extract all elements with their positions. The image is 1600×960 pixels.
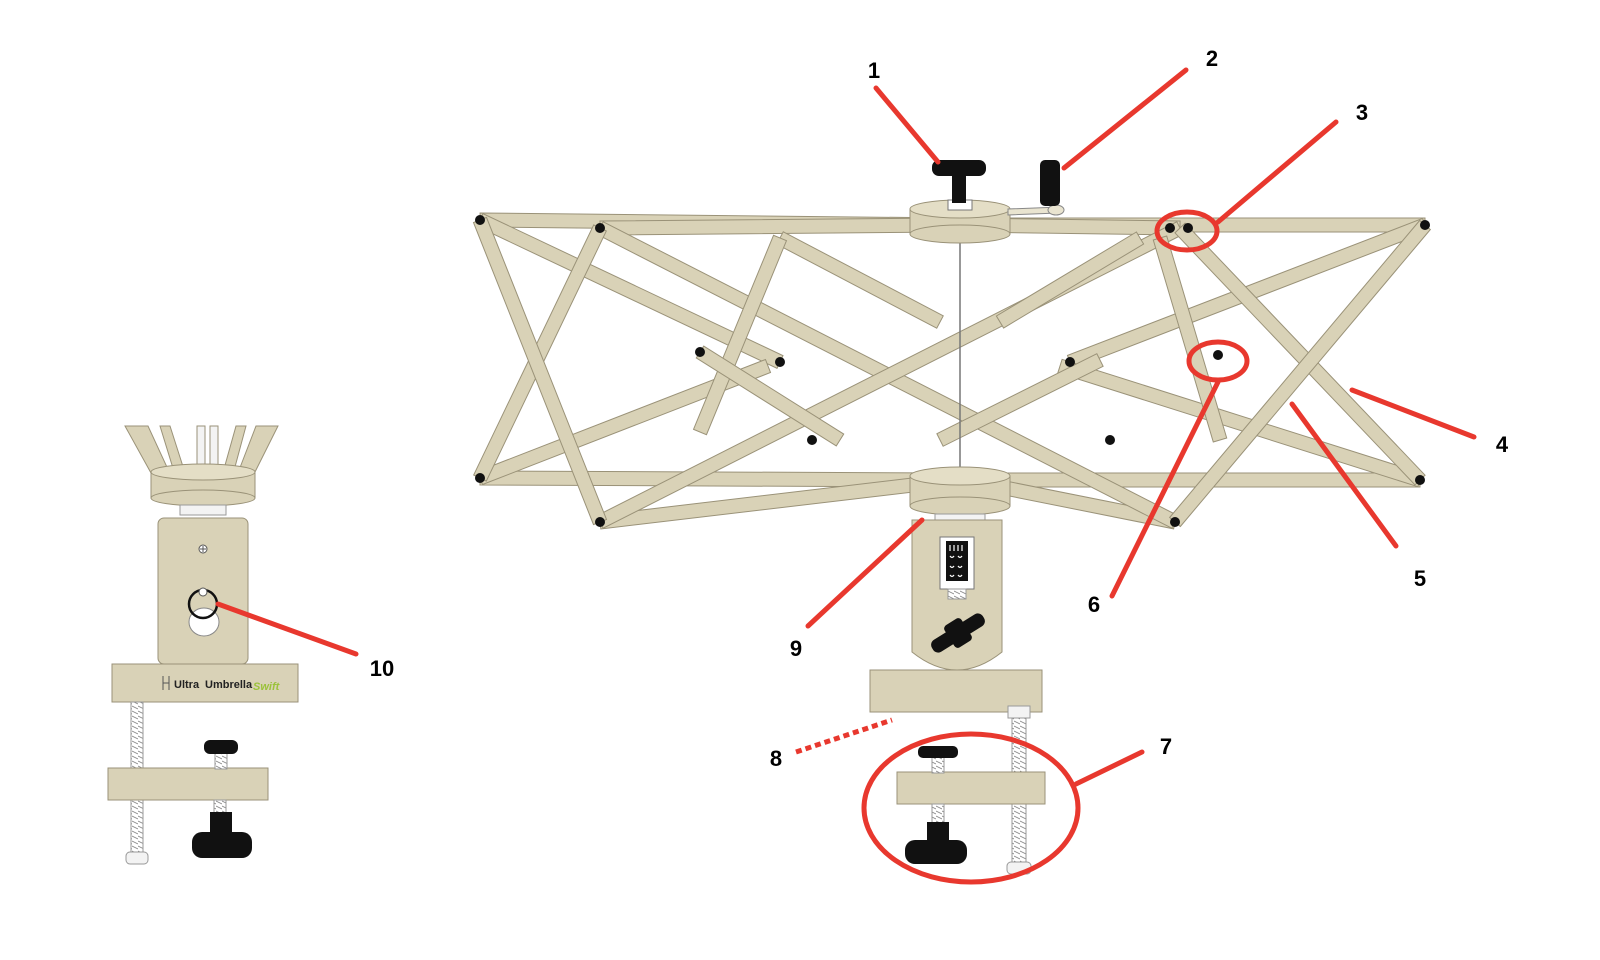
pivot-pin <box>1415 475 1425 485</box>
leader-10 <box>215 601 359 657</box>
callout-10: 10 <box>370 656 394 681</box>
leader-2 <box>1061 67 1189 171</box>
callout-7: 7 <box>1160 734 1172 759</box>
lattice-slat <box>599 217 956 236</box>
crank-handle <box>1007 160 1065 216</box>
pivot-pin <box>1165 223 1175 233</box>
lattice-slat <box>776 231 944 329</box>
clamp-assembly <box>896 746 1046 864</box>
top-knob <box>932 160 986 203</box>
pivot-pin <box>1420 220 1430 230</box>
callouts <box>215 67 1477 885</box>
detail-body <box>157 517 249 665</box>
detail-brand-block: Ultra Umbrella Swift <box>111 663 299 703</box>
main-swift <box>472 160 1432 875</box>
leader-7 <box>1073 749 1145 787</box>
pivot-pin <box>1170 517 1180 527</box>
swift-body <box>911 519 1003 671</box>
clamp-top-block <box>869 669 1043 713</box>
callout-4: 4 <box>1496 432 1509 457</box>
callout-8: 8 <box>770 746 782 771</box>
pivot-pin <box>1065 357 1075 367</box>
pivot-pin <box>595 223 605 233</box>
callout-3: 3 <box>1356 100 1368 125</box>
lattice-slat <box>936 353 1104 447</box>
brand-script: Swift <box>253 681 281 693</box>
pivot-pin <box>1105 435 1115 445</box>
lattice-slat <box>995 231 1145 329</box>
lattice-slat <box>1152 235 1228 443</box>
callout-5: 5 <box>1414 566 1426 591</box>
leader-9 <box>805 517 925 629</box>
pivot-pin <box>1183 223 1193 233</box>
pivot-pin <box>695 347 705 357</box>
pivot-pin <box>775 357 785 367</box>
leader-1 <box>873 85 941 165</box>
pivot-pin <box>595 517 605 527</box>
pivot-pin <box>1213 350 1223 360</box>
leader-6 <box>1109 379 1221 599</box>
pivot-pin <box>475 215 485 225</box>
circle-7 <box>861 731 1081 885</box>
leader-4 <box>1349 387 1477 440</box>
callout-1: 1 <box>868 58 880 83</box>
leader-8 <box>795 717 893 755</box>
lattice-slat <box>1174 222 1426 486</box>
pivot-pin <box>475 473 485 483</box>
tension-knob <box>931 613 985 653</box>
leader-5 <box>1289 401 1399 549</box>
callout-2: 2 <box>1206 46 1218 71</box>
circle-3 <box>1154 209 1220 253</box>
pivot-pin <box>807 435 817 445</box>
leader-3 <box>1215 119 1339 225</box>
umbrella-lattice <box>472 212 1432 530</box>
callout-9: 9 <box>790 636 802 661</box>
brand-umbrella: Umbrella <box>205 679 253 691</box>
brand-ultra: Ultra <box>174 679 200 691</box>
callout-numbers: 1 2 3 4 5 6 7 8 9 10 <box>370 46 1509 771</box>
top-hub <box>909 199 1011 244</box>
detail-view: Ultra Umbrella Swift <box>107 425 299 865</box>
bottom-hub <box>909 466 1011 538</box>
callout-6: 6 <box>1088 592 1100 617</box>
